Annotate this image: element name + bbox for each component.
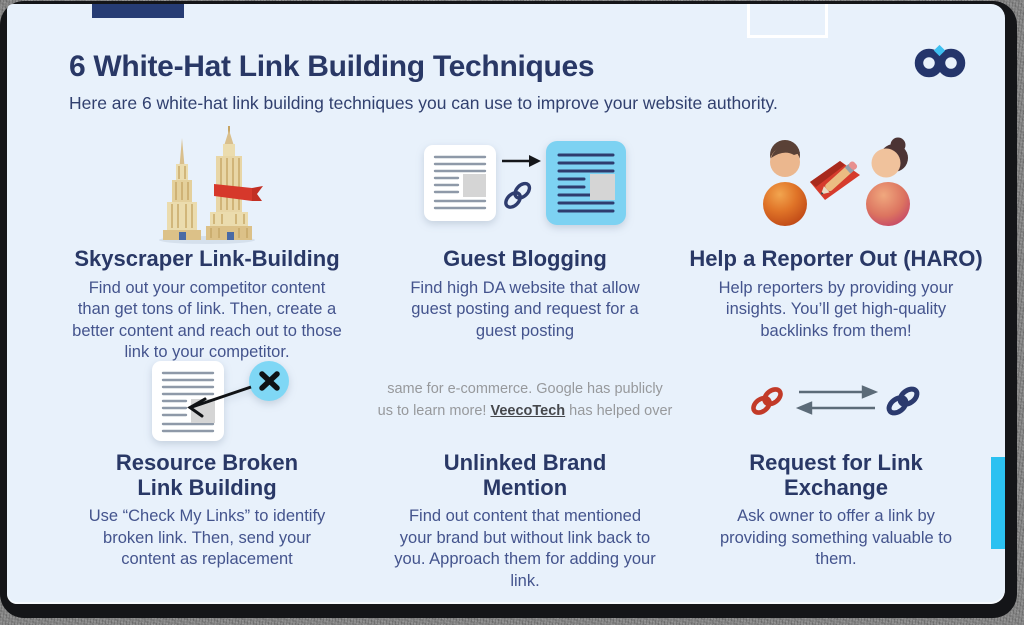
- section-description: Find out your competitor content than ge…: [72, 278, 342, 361]
- section-title: Skyscraper Link-Building: [74, 246, 340, 271]
- section-broken-link: Resource Broken Link Building Use “Check…: [52, 354, 362, 571]
- woman-avatar: [866, 137, 910, 226]
- link-exchange-icon: [751, 385, 920, 416]
- page-title: 6 White-Hat Link Building Techniques: [69, 50, 595, 83]
- section-link-exchange: Request for Link Exchange Ask owner to o…: [671, 354, 1001, 571]
- snippet-line1: same for e-commerce. Google has publicly: [387, 381, 663, 398]
- reporters-icon: [763, 137, 910, 226]
- broken-link-document-icon: [152, 361, 289, 441]
- skyscrapers-icon: [159, 126, 263, 244]
- section-unlinked-mention: same for e-commerce. Google has publicly…: [375, 354, 675, 592]
- man-avatar: [763, 140, 807, 226]
- infinity-logo-icon: [912, 44, 970, 85]
- target-document-icon: [546, 141, 626, 225]
- section-description: Find out content that mentioned your bra…: [394, 507, 656, 590]
- section-title: Unlinked Brand Mention: [443, 450, 607, 500]
- section-title: Guest Blogging: [443, 246, 607, 271]
- snippet-line2-after: has helped over: [565, 403, 673, 419]
- page-subtitle: Here are 6 white-hat link building techn…: [69, 93, 778, 113]
- section-description: Use “Check My Links” to identify broken …: [88, 507, 326, 569]
- section-description: Ask owner to offer a link by providing s…: [719, 507, 953, 569]
- section-title: Help a Reporter Out (HARO): [689, 246, 983, 271]
- navy-chain-icon: [886, 386, 920, 416]
- section-title: Resource Broken Link Building: [115, 450, 299, 500]
- arrow-and-chain-icon: [502, 155, 541, 209]
- red-chain-icon: [751, 387, 783, 415]
- documents-link-icon: [424, 141, 626, 225]
- veecotech-link[interactable]: VeecoTech: [490, 403, 566, 419]
- section-skyscraper: Skyscraper Link-Building Find out your c…: [52, 122, 362, 363]
- infographic-slide: 6 White-Hat Link Building Techniques Her…: [7, 4, 1005, 604]
- cyan-scroll-indicator[interactable]: [991, 457, 1005, 549]
- red-pad-pencil-icon: [810, 161, 860, 200]
- top-bookmark-tab: [92, 4, 184, 18]
- section-description: Help reporters by providing your insight…: [718, 278, 954, 340]
- snippet-line2-before: us to learn more!: [377, 403, 491, 419]
- section-guest-blogging: Guest Blogging Find high DA website that…: [375, 122, 675, 342]
- top-outline-rectangle: [747, 4, 828, 38]
- section-title: Request for Link Exchange: [749, 450, 923, 500]
- exchange-arrows-icon: [795, 385, 879, 415]
- source-document-icon: [424, 145, 496, 221]
- unlinked-mention-text: same for e-commerce. Google has publicly…: [378, 379, 673, 423]
- section-description: Find high DA website that allow guest po…: [410, 278, 640, 340]
- section-haro: Help a Reporter Out (HARO) Help reporter…: [671, 122, 1001, 342]
